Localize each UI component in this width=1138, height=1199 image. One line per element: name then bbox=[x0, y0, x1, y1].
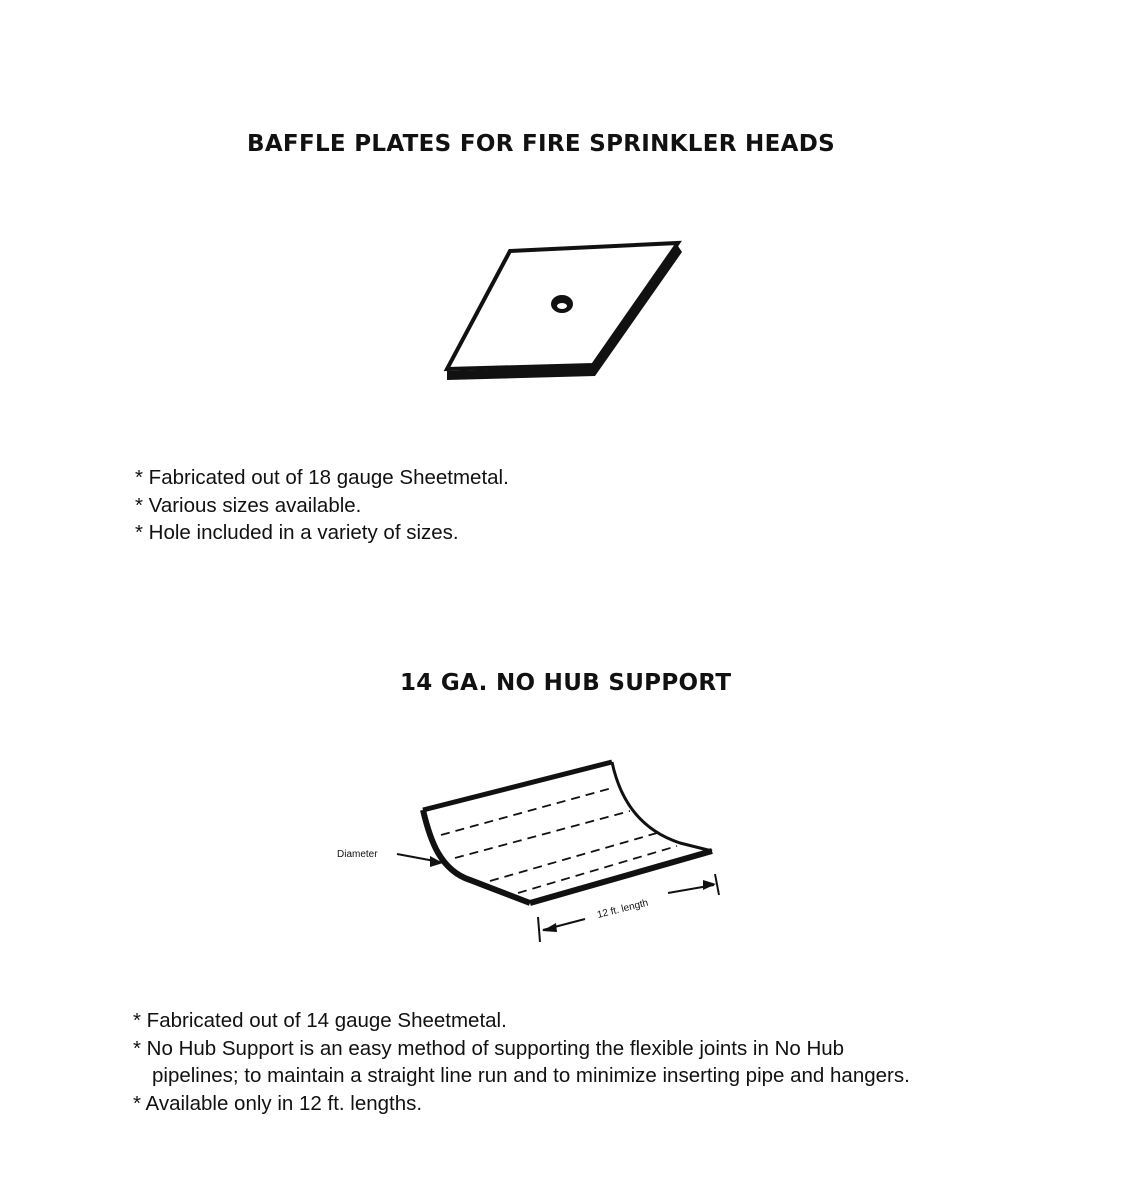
no-hub-support-drawing bbox=[396, 759, 720, 943]
no-hub-support-features: * Fabricated out of 14 gauge Sheetmetal.… bbox=[133, 1007, 910, 1117]
feature-item: * Available only in 12 ft. lengths. bbox=[133, 1091, 423, 1115]
feature-item: * No Hub Support is an easy method of su… bbox=[133, 1036, 845, 1060]
diameter-label: Diameter bbox=[337, 849, 378, 860]
baffle-plate-drawing bbox=[443, 240, 682, 380]
feature-item: * Fabricated out of 14 gauge Sheetmetal. bbox=[133, 1009, 507, 1032]
feature-item: * Fabricated out of 18 gauge Sheetmetal. bbox=[135, 466, 509, 489]
no-hub-support-title: 14 GA. NO HUB SUPPORT bbox=[400, 670, 732, 696]
feature-item: * Hole included in a variety of sizes. bbox=[135, 521, 459, 544]
baffle-plates-features: * Fabricated out of 18 gauge Sheetmetal.… bbox=[135, 464, 509, 547]
feature-item-continuation: pipelines; to maintain a straight line r… bbox=[152, 1064, 910, 1087]
feature-item: * Various sizes available. bbox=[135, 493, 362, 517]
baffle-plates-title: BAFFLE PLATES FOR FIRE SPRINKLER HEADS bbox=[247, 131, 835, 157]
length-label: 12 ft. length bbox=[596, 898, 649, 921]
